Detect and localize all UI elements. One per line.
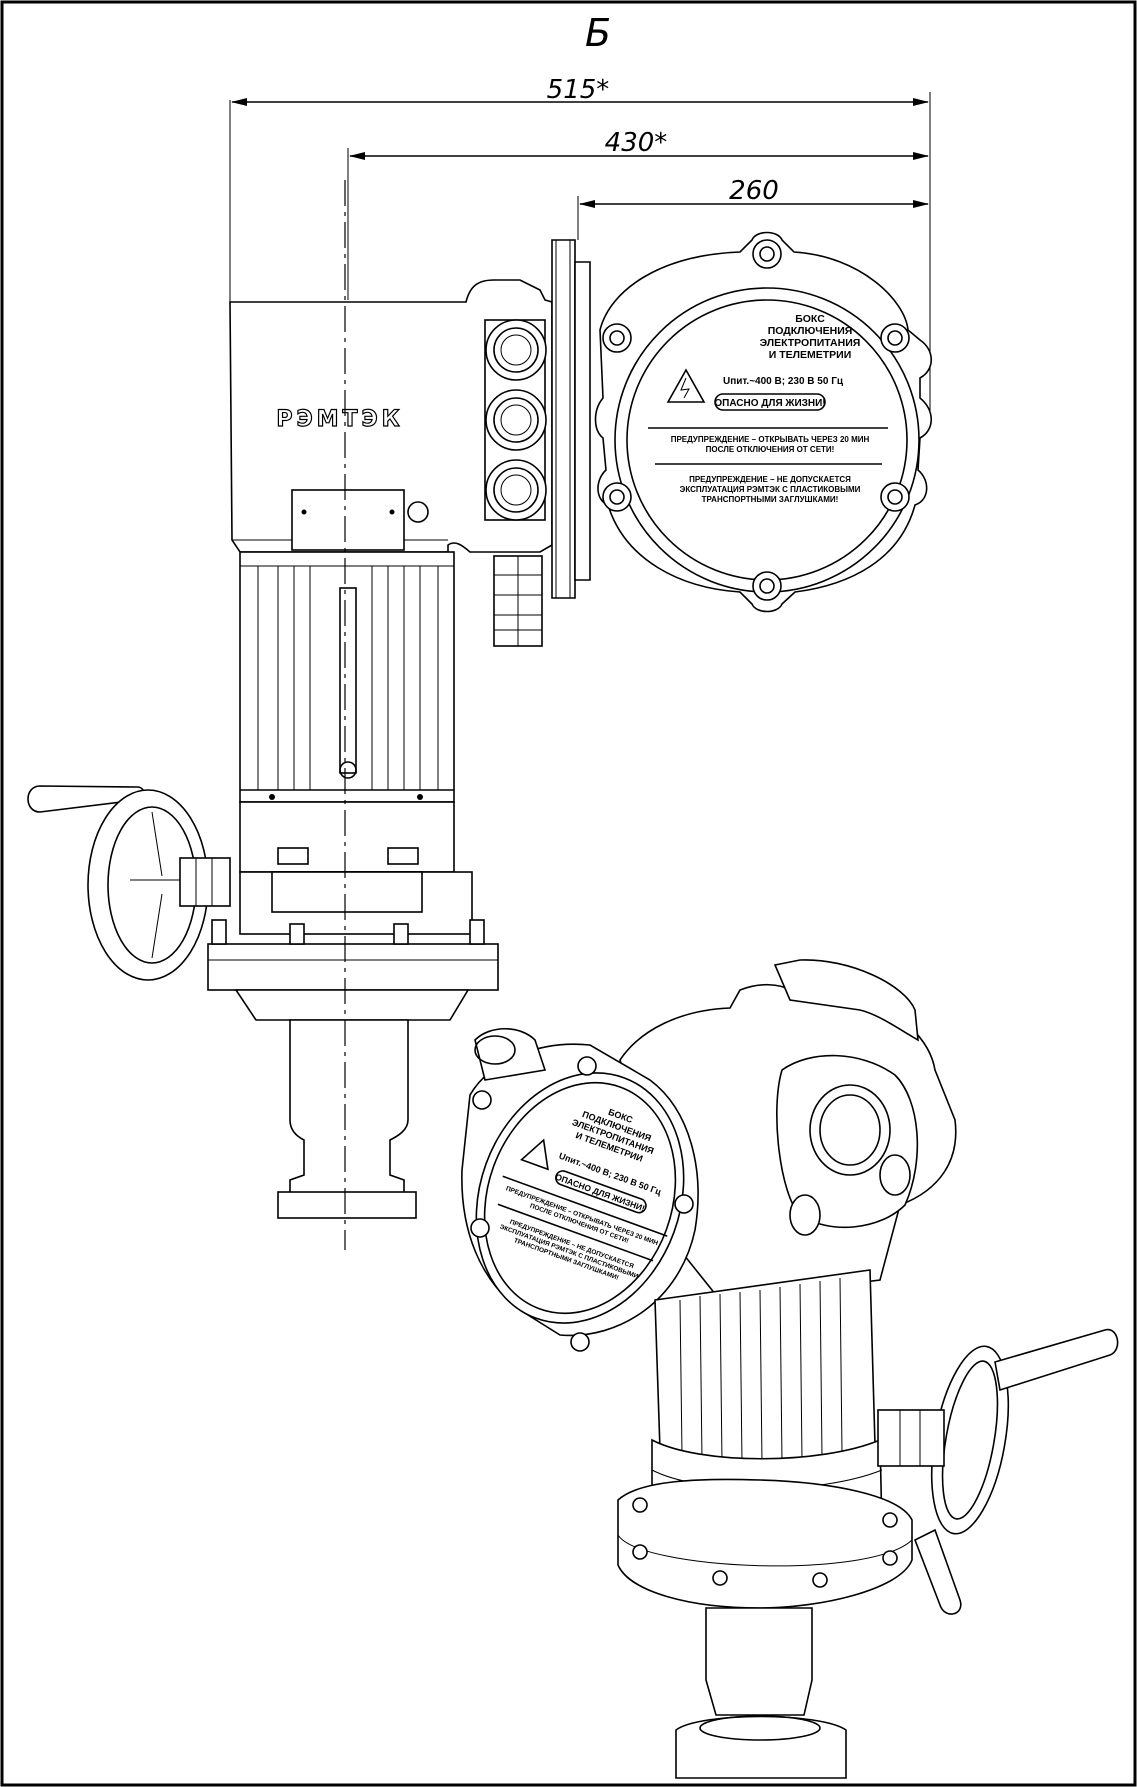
front-nameplate: БОКС ПОДКЛЮЧЕНИЯ ЭЛЕКТРОПИТАНИЯ И ТЕЛЕМЕ…: [648, 313, 888, 504]
lightning-icon: [680, 377, 690, 399]
front-view: РЭМТЭК: [27, 180, 933, 1250]
dimension-box: 260: [729, 176, 779, 206]
hazard-triangle-icon: [666, 368, 706, 403]
plate-warning2-a: ПРЕДУПРЕЖДЕНИЕ – НЕ ДОПУСКАЕТСЯ: [689, 475, 851, 484]
isometric-view: БОКС ПОДКЛЮЧЕНИЯ ЭЛЕКТРОПИТАНИЯ И ТЕЛЕМЕ…: [461, 959, 1119, 1779]
iso-stem: [705, 1607, 813, 1716]
plate-title-3: ЭЛЕКТРОПИТАНИЯ: [760, 337, 861, 349]
plate-warning1-b: ПОСЛЕ ОТКЛЮЧЕНИЯ ОТ СЕТИ!: [706, 445, 835, 454]
handwheel-left: [27, 785, 231, 981]
position-dial: [809, 1084, 891, 1176]
mounting-flange: [207, 919, 499, 1219]
gearbox: [239, 801, 473, 935]
mounting-bracket: [291, 489, 405, 551]
iso-cable-gland: [474, 1028, 547, 1081]
connection-box-front: [594, 231, 933, 613]
plate-voltage: Uпит.~400 В; 230 В 50 Гц: [723, 376, 844, 387]
plate-danger: ОПАСНО ДЛЯ ЖИЗНИ!: [714, 398, 825, 409]
electric-motor: [239, 551, 455, 803]
iso-flange: [617, 1478, 913, 1609]
handwheel-right: [877, 1328, 1119, 1615]
brand-logo: РЭМТЭК: [276, 407, 403, 432]
plate-warning2-c: ТРАНСПОРТНЫМИ ЗАГЛУШКАМИ!: [702, 495, 839, 504]
plate-title-1: БОКС: [795, 313, 825, 325]
plate-title-4: И ТЕЛЕМЕТРИИ: [769, 349, 852, 361]
view-label: Б: [585, 11, 611, 55]
dimension-to-axis: 430*: [605, 128, 668, 158]
indicator-hole: [407, 501, 429, 523]
dimension-overall: 515*: [547, 75, 610, 105]
plate-warning2-b: ЭКСПЛУАТАЦИЯ РЭМТЭК С ПЛАСТИКОВЫМИ: [680, 485, 861, 494]
box-flange: [551, 239, 576, 599]
iso-hazard-triangle-icon: [520, 1138, 549, 1171]
plate-warning1-a: ПРЕДУПРЕЖДЕНИЕ – ОТКРЫВАТЬ ЧЕРЕЗ 20 МИН: [671, 435, 870, 444]
cable-glands: [484, 319, 547, 647]
plate-title-2: ПОДКЛЮЧЕНИЯ: [768, 325, 853, 337]
